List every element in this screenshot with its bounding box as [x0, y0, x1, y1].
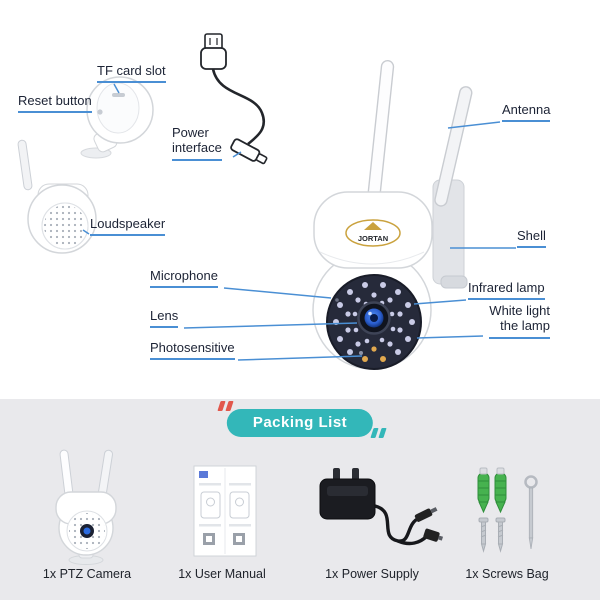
label-lens: Lens: [150, 308, 179, 329]
packing-item-label-camera: 1x PTZ Camera: [42, 567, 132, 581]
packing-item-power-image: [319, 468, 444, 546]
main-camera-illustration: JORTAN: [312, 60, 473, 370]
brand-logo-text: JORTAN: [358, 234, 388, 243]
label-white-light-lamp: White light the lamp: [489, 303, 550, 339]
leader-lines: [82, 83, 516, 361]
dome-camera-front-view: [17, 139, 97, 254]
brand-logo: JORTAN: [345, 219, 401, 247]
power-barrel-connector: [230, 138, 268, 165]
packing-item-camera-image: [55, 449, 117, 565]
label-power-interface: Power interface: [172, 125, 222, 161]
label-loudspeaker: Loudspeaker: [90, 216, 166, 237]
packing-item-manual-image: [193, 465, 257, 557]
label-reset-button: Reset button: [18, 93, 92, 114]
camera-lens: [357, 301, 391, 335]
ball-camera-back-view: [80, 76, 154, 159]
label-tf-card-slot: TF card slot: [97, 63, 166, 84]
camera-face: [326, 274, 422, 370]
white-light-led-dots: [362, 346, 386, 362]
tf-card-slot-mark: [112, 93, 125, 97]
wall-anchor: [494, 467, 507, 514]
screw: [495, 517, 506, 553]
packing-list-title: Packing List: [226, 409, 374, 437]
decor-quote-right-icon: [370, 428, 387, 438]
label-photosensitive: Photosensitive: [150, 340, 235, 361]
packing-item-label-power: 1x Power Supply: [325, 567, 419, 581]
antenna-right-icon: [434, 86, 473, 207]
packing-item-label-manual: 1x User Manual: [178, 567, 266, 581]
infrared-led-dots: [333, 282, 415, 355]
loudspeaker-grille: [44, 205, 86, 247]
packing-item-label-screws: 1x Screws Bag: [465, 567, 549, 581]
antenna-left-icon: [367, 60, 395, 199]
label-shell: Shell: [517, 228, 546, 249]
microphone-hole: [335, 298, 339, 302]
decor-quote-left-icon: [217, 401, 234, 411]
label-infrared-lamp: Infrared lamp: [468, 280, 545, 301]
reset-button-mark: [97, 109, 103, 115]
wall-anchor: [477, 467, 490, 514]
screw: [478, 517, 489, 553]
photosensitive-sensor: [359, 351, 363, 355]
power-cable-illustration: [200, 33, 268, 165]
eject-pin: [524, 475, 538, 550]
label-microphone: Microphone: [150, 268, 218, 289]
label-antenna: Antenna: [502, 102, 551, 123]
logo-eagle-icon: [364, 222, 382, 230]
packing-item-screws-image: [477, 467, 538, 553]
